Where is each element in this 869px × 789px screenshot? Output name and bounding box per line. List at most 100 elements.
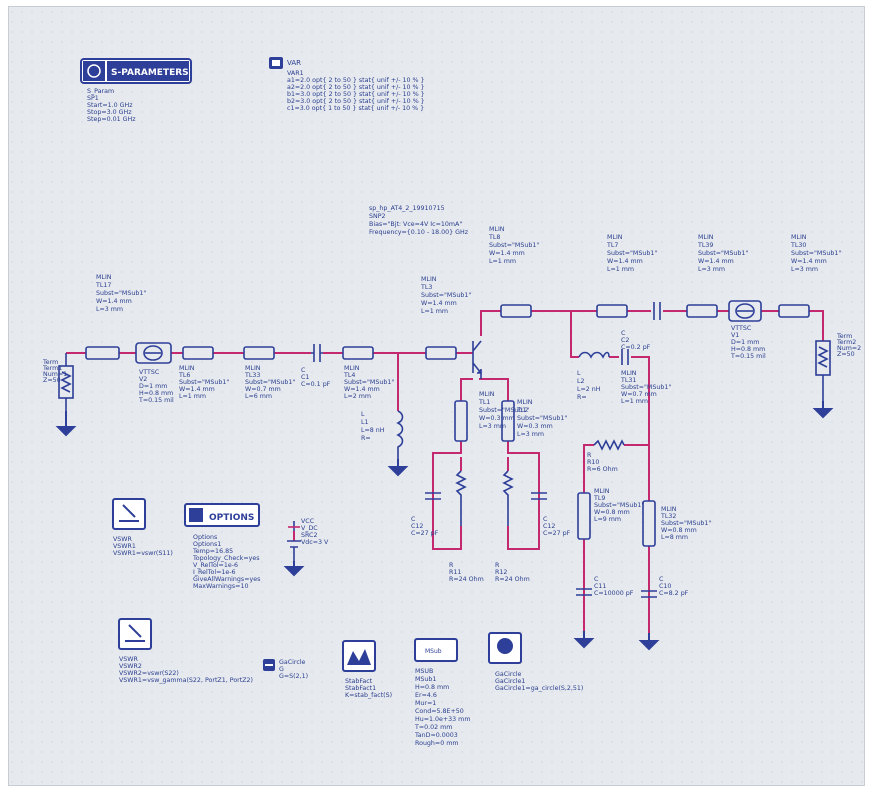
component-label-line: T=0.02 mm	[414, 724, 452, 731]
component-label-line: TL7	[606, 242, 618, 249]
capacitor-c-top-symbol[interactable]	[653, 302, 661, 320]
mlin-tl32[interactable]	[642, 500, 656, 547]
component-label-line: V2	[139, 376, 147, 383]
term1-symbol[interactable]	[58, 353, 74, 411]
component-label-line: L=8 nH	[361, 427, 385, 434]
vswr2-label-group: VSWRVSWR2VSWR2=vswr(S22)VSWR1=vsw_gamma(…	[119, 656, 253, 684]
component-label-line: C	[301, 367, 306, 374]
mlin-tl6[interactable]	[182, 346, 214, 360]
component-label-line: L=2 nH	[577, 386, 601, 393]
mlin-tl8[interactable]	[500, 304, 532, 318]
mlin-tl9[interactable]	[577, 492, 591, 540]
mlin-tl39[interactable]	[686, 304, 718, 318]
capacitor-c10-symbol[interactable]	[641, 590, 657, 598]
component-label-line: Hu=1.0e+33 mm	[415, 716, 470, 723]
msub-block[interactable]: MSub	[414, 638, 458, 662]
component-label-line: Er=4.6	[415, 692, 437, 699]
inductor-l2-symbol[interactable]	[578, 351, 610, 359]
component-label-line: L2	[577, 378, 585, 385]
component-label-line: MLIN	[179, 365, 195, 372]
gacircle-block[interactable]	[488, 632, 522, 664]
component-label-line: SNP2	[369, 213, 386, 220]
mlin-tl17[interactable]	[85, 346, 120, 360]
component-label-line: GiveAllWarnings=yes	[193, 576, 260, 583]
component-label-line: C10	[659, 583, 671, 590]
vttsc-v2-symbol[interactable]	[135, 342, 172, 364]
resistor-r11-symbol[interactable]	[455, 470, 467, 526]
mlin-tl33[interactable]	[243, 346, 275, 360]
component-label-line: TL2	[516, 407, 528, 414]
component-label-line: L=3 mm	[96, 306, 123, 313]
sparams-block[interactable]: S-PARAMETERS	[80, 58, 192, 84]
component-label-line: b1=3.0 opt{ 2 to 50 } stat{ unif +/- 10 …	[287, 91, 425, 98]
component-label-line: a2=2.0 opt{ 2 to 50 } stat{ unif +/- 10 …	[287, 84, 425, 91]
resistor-r10-symbol[interactable]	[593, 439, 625, 451]
component-label-line: MSUB	[415, 668, 433, 675]
component-label-line: Options1	[193, 541, 221, 548]
capacitor-c1-symbol[interactable]	[311, 344, 323, 362]
mlin-tl7[interactable]	[596, 304, 628, 318]
component-label-line: Subst="MSub1"	[479, 407, 529, 414]
component-label-line: MLIN	[791, 234, 807, 241]
component-label-line: V_DC	[301, 525, 318, 532]
vswr2-block[interactable]	[118, 618, 152, 650]
component-label-line: W=0.3 mm	[479, 415, 515, 422]
component-label-line: L=1 mm	[621, 398, 648, 405]
mlin-tl3[interactable]	[425, 346, 457, 360]
capacitor-c12-left-symbol[interactable]	[425, 492, 441, 500]
vttsc-v1-symbol[interactable]	[728, 300, 762, 322]
component-label-line: I_RelTol=1e-6	[193, 569, 236, 576]
vswr-block[interactable]	[112, 498, 146, 530]
component-label-line: C=10000 pF	[594, 590, 634, 597]
capacitor-c2-symbol[interactable]	[621, 349, 629, 365]
component-label-line: MaxWarnings=10	[193, 583, 248, 590]
vdc-source-symbol[interactable]	[287, 521, 301, 561]
component-label-line: Rough=0 mm	[415, 740, 458, 747]
component-label-line: MLIN	[479, 391, 495, 398]
term2-symbol[interactable]	[815, 340, 831, 401]
stabfact-block[interactable]	[342, 640, 376, 672]
mlin-tl4[interactable]	[342, 346, 374, 360]
component-label-line: MSub1	[415, 676, 436, 683]
snp-device-symbol[interactable]	[472, 340, 482, 379]
svg-text:S-PARAMETERS: S-PARAMETERS	[111, 68, 189, 78]
component-label-line: Num=1	[43, 371, 67, 378]
vswr-meter-icon	[119, 504, 139, 522]
component-label-line: W=1.4 mm	[698, 258, 734, 265]
options-block[interactable]: OPTIONS	[184, 503, 260, 527]
component-label-line: Term1	[42, 365, 62, 372]
component-label-line: TL9	[593, 495, 605, 502]
component-label-line: MLIN	[517, 399, 533, 406]
capacitor-c11-symbol[interactable]	[576, 588, 592, 596]
component-label-line: VSWR1=vswr(S11)	[113, 550, 173, 557]
var-block[interactable]: VAR	[269, 57, 301, 69]
component-label-line: MLIN	[698, 234, 714, 241]
resistor-r12-symbol[interactable]	[502, 470, 514, 526]
component-label-line: Bias="Bjt: Vce=4V Ic=10mA"	[369, 221, 462, 228]
ga-block[interactable]	[263, 659, 275, 671]
wires	[66, 310, 824, 633]
inductor-l1-symbol[interactable]	[396, 410, 404, 459]
capacitor-c12-right-symbol[interactable]	[531, 492, 547, 500]
component-label-line: VTTSC	[139, 369, 160, 376]
mlin-tl1[interactable]	[454, 400, 468, 442]
component-label-line: L1	[361, 419, 369, 426]
mlin-tl2[interactable]	[501, 400, 515, 442]
component-label-line: MLIN	[489, 226, 505, 233]
component-label-line: a1=2.0 opt{ 2 to 50 } stat{ unif +/- 10 …	[287, 77, 425, 84]
component-label-line: MLIN	[621, 370, 637, 377]
component-label-line: W=1.4 mm	[96, 298, 132, 305]
mlin-tl30[interactable]	[778, 304, 810, 318]
